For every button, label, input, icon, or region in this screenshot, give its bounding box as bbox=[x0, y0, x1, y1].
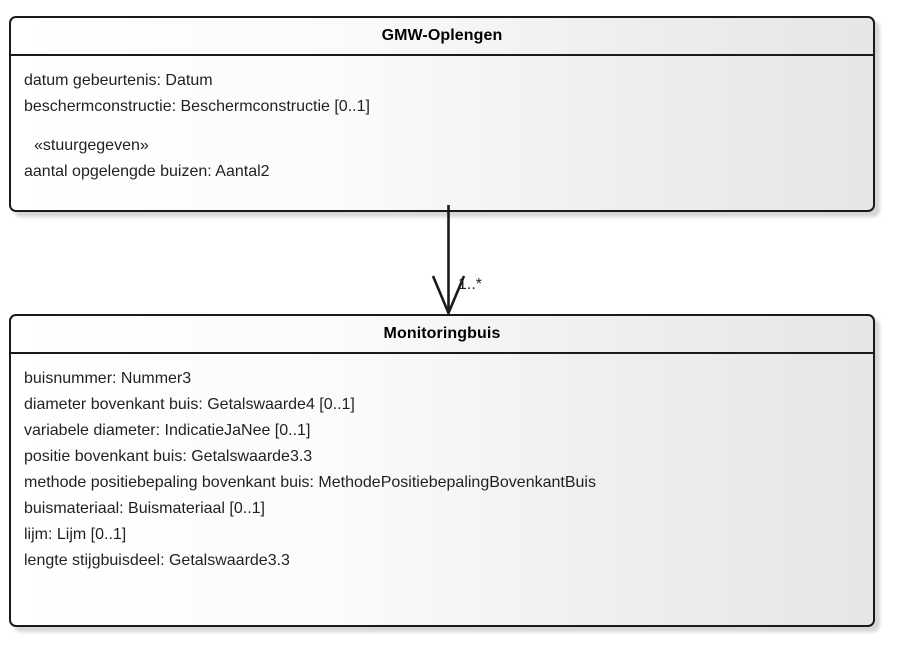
uml-attribute-compartment-gmw-oplengen: datum gebeurtenis: Datum beschermconstru… bbox=[11, 56, 873, 195]
uml-class-title-gmw-oplengen: GMW-Oplengen bbox=[381, 27, 503, 44]
uml-attribute-row: buisnummer: Nummer3 bbox=[24, 370, 192, 387]
association-connector bbox=[431, 205, 466, 317]
uml-attribute-row: lijm: Lijm [0..1] bbox=[24, 526, 127, 543]
uml-attribute-spacer bbox=[24, 120, 873, 133]
uml-attribute-compartment-monitoringbuis: buisnummer: Nummer3 diameter bovenkant b… bbox=[11, 354, 873, 584]
uml-class-title-monitoringbuis: Monitoringbuis bbox=[383, 325, 501, 342]
uml-stereotype-stuurgegeven: «stuurgegeven» bbox=[34, 137, 149, 154]
uml-class-header-gmw-oplengen: GMW-Oplengen bbox=[11, 18, 873, 56]
multiplicity-label-target: 1..* bbox=[458, 276, 483, 293]
uml-class-header-monitoringbuis: Monitoringbuis bbox=[11, 316, 873, 354]
uml-attribute-row: datum gebeurtenis: Datum bbox=[24, 72, 213, 89]
uml-class-monitoringbuis[interactable]: Monitoringbuis buisnummer: Nummer3 diame… bbox=[9, 314, 875, 627]
uml-attribute-row: buismateriaal: Buismateriaal [0..1] bbox=[24, 500, 265, 517]
uml-attribute-row: variabele diameter: IndicatieJaNee [0..1… bbox=[24, 422, 311, 439]
uml-attribute-row: diameter bovenkant buis: Getalswaarde4 [… bbox=[24, 396, 355, 413]
uml-attribute-row: aantal opgelengde buizen: Aantal2 bbox=[24, 163, 270, 180]
uml-attribute-row: lengte stijgbuisdeel: Getalswaarde3.3 bbox=[24, 552, 290, 569]
uml-attribute-row: beschermconstructie: Beschermconstructie… bbox=[24, 98, 370, 115]
uml-class-gmw-oplengen[interactable]: GMW-Oplengen datum gebeurtenis: Datum be… bbox=[9, 16, 875, 212]
uml-attribute-row: positie bovenkant buis: Getalswaarde3.3 bbox=[24, 448, 313, 465]
uml-attribute-row: methode positiebepaling bovenkant buis: … bbox=[24, 474, 596, 491]
